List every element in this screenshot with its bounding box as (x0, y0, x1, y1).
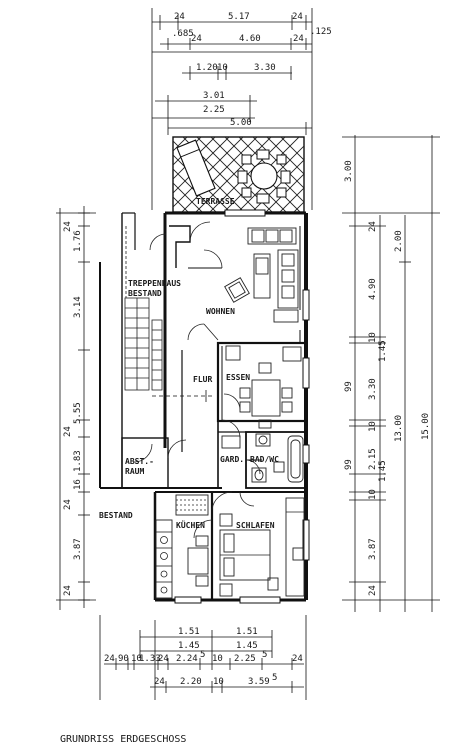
plan-caption: GRUNDRISS ERDGESCHOSS (60, 734, 186, 745)
dim-bottom-r3-1: 90 (118, 654, 129, 664)
staircase (124, 226, 163, 391)
dim-bottom-r4-2: 10 (213, 677, 224, 687)
dim-bottom-r3-8: 2.25 (234, 654, 256, 664)
room-label-bestand: BESTAND (99, 511, 133, 520)
dim-bottom-r3-10: 24 (292, 654, 303, 664)
dim-right-a-1: 24 (368, 221, 378, 232)
dining-furniture (223, 345, 302, 429)
dim-top-r4-0: 3.01 (203, 91, 225, 101)
dim-right-a-7: 10 (368, 489, 378, 500)
dim-top-r2-1: 24 (191, 34, 202, 44)
dim-top-r3-0: 1.20 (196, 63, 218, 73)
bathroom-fixtures (245, 433, 304, 483)
lounger-icon (176, 139, 216, 197)
room-labels: TREPPENHAUS BESTAND WOHNEN FLUR ESSEN AB… (99, 279, 279, 530)
room-label-abstellraum: ABST.- (125, 457, 154, 466)
dim-left-7: 24 (63, 499, 73, 510)
room-label-terrasse: TERRASSE (196, 197, 235, 206)
dim-right-b-2: 99 (344, 459, 354, 470)
dim-right-c-1: 13.00 (394, 415, 404, 442)
dim-top-r2-2: 4.60 (239, 34, 261, 44)
armchair-icon (224, 277, 250, 303)
dim-right-b-0: 1.45 (378, 340, 388, 362)
dim-bottom-r3-7: 10 (212, 654, 223, 664)
dim-top-r3-1: 10 (217, 63, 228, 73)
dim-left-3: 5.55 (73, 402, 83, 424)
right-dimensions: 3.00 24 4.90 10 3.30 10 2.15 10 3.87 24 … (342, 135, 440, 612)
top-dimensions: 24 5.17 24 .685 24 4.60 24 .125 1.20 10 … (151, 8, 332, 210)
dim-right-b-3: 1.45 (378, 460, 388, 482)
dim-right-c-0: 2.00 (394, 230, 404, 252)
dim-bottom-r3-9: 5 (262, 650, 267, 660)
left-dimensions: 24 1.76 3.14 5.55 24 1.83 16 24 3.87 24 (56, 206, 96, 610)
dim-right-a-9: 24 (368, 585, 378, 596)
room-label-wohnen: WOHNEN (206, 307, 235, 316)
dim-bottom-r4-3: 3.59 (248, 677, 270, 687)
dim-top-r1-0: 24 (174, 12, 185, 22)
terrace: TERRASSE (172, 136, 305, 213)
dim-top-r2-4: .125 (310, 27, 332, 37)
dim-bottom-r1-0: 1.51 (178, 627, 200, 637)
dim-bottom-r4-0: 24 (154, 677, 165, 687)
dim-bottom-r2-1: 1.45 (236, 641, 258, 651)
dim-top-r2-3: 24 (293, 34, 304, 44)
walls (99, 211, 308, 602)
hall-details (133, 390, 241, 463)
room-label-essen: ESSEN (226, 373, 250, 382)
dim-left-8: 3.87 (73, 538, 83, 560)
dim-left-0: 24 (63, 221, 73, 232)
dim-top-r5-0: 2.25 (203, 105, 225, 115)
dim-left-4: 24 (63, 426, 73, 437)
bottom-dimensions: 1.51 1.51 1.45 1.45 24 90 10 1.33 24 2.2… (99, 615, 307, 700)
room-label-treppenhaus-bestand: BESTAND (128, 289, 162, 298)
dim-left-5: 1.83 (73, 450, 83, 472)
room-label-treppenhaus: TREPPENHAUS (128, 279, 181, 288)
dim-bottom-r3-4: 24 (158, 654, 169, 664)
dim-bottom-r3-5: 2.24 (176, 654, 198, 664)
room-label-schlafen: SCHLAFEN (236, 521, 275, 530)
dim-right-a-0: 3.00 (344, 160, 354, 182)
windows (174, 209, 310, 604)
dim-bottom-r3-6: 5 (200, 650, 205, 660)
dim-top-r1-2: 24 (292, 12, 303, 22)
dim-top-r2-0: .685 (172, 29, 194, 39)
dim-top-r1-1: 5.17 (228, 12, 250, 22)
dim-right-a-2: 4.90 (368, 278, 378, 300)
dim-bottom-r3-3: 1.33 (139, 654, 161, 664)
dim-left-6: 16 (73, 479, 83, 490)
room-label-kuechen: KÜCHEN (176, 520, 205, 530)
dim-right-a-5: 10 (368, 421, 378, 432)
kitchen-fixtures (155, 494, 213, 599)
bedroom-furniture (211, 491, 305, 597)
dim-right-b-1: 99 (344, 381, 354, 392)
living-furniture (149, 221, 299, 341)
dim-right-a-4: 3.30 (368, 378, 378, 400)
dim-bottom-r4-1: 2.20 (180, 677, 202, 687)
room-label-gard: GARD. (220, 455, 244, 464)
room-label-bad-wc: BAD/WC (250, 455, 279, 464)
dim-left-2: 3.14 (73, 296, 83, 318)
dim-top-r3-2: 3.30 (254, 63, 276, 73)
room-label-abstellraum-2: RAUM (125, 467, 144, 476)
dim-right-d-0: 15.00 (421, 413, 431, 440)
dim-bottom-r2-0: 1.45 (178, 641, 200, 651)
room-label-flur: FLUR (193, 375, 212, 384)
dim-right-a-6: 2.15 (368, 448, 378, 470)
dim-right-a-8: 3.87 (368, 538, 378, 560)
dim-left-1: 1.76 (73, 230, 83, 252)
dim-left-9: 24 (63, 585, 73, 596)
dim-right-a-3: 10 (368, 332, 378, 343)
dim-bottom-r3-2: 10 (131, 654, 142, 664)
dim-top-r6-0: 5.00 (230, 118, 252, 128)
dim-bottom-r3-0: 24 (104, 654, 115, 664)
dim-bottom-r4-4: 5 (272, 673, 277, 683)
terrace-table-icon (237, 149, 291, 204)
dim-bottom-r1-1: 1.51 (236, 627, 258, 637)
